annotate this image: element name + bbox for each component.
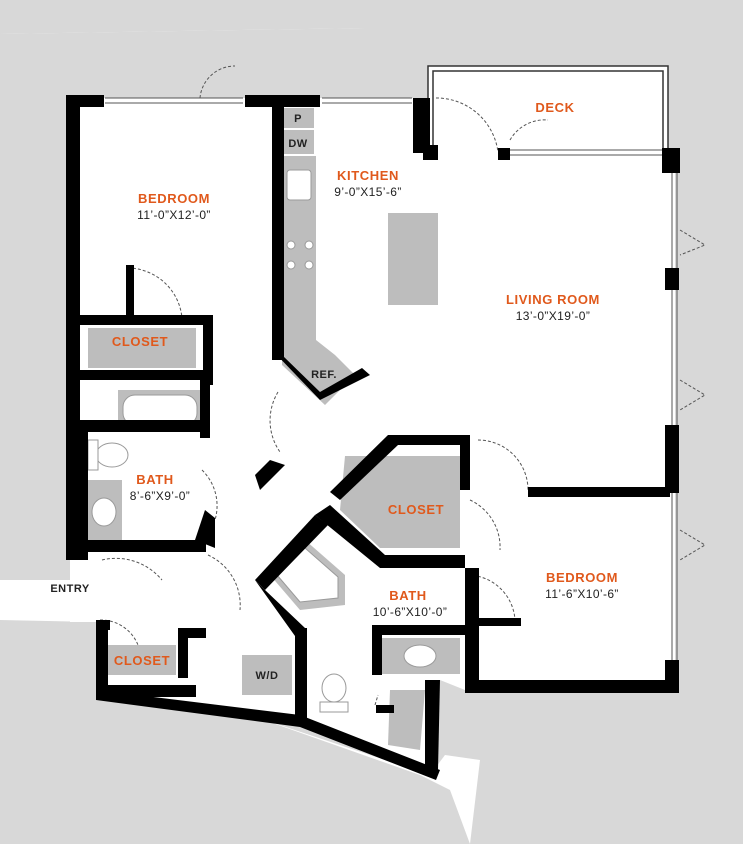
washer-dryer-unit	[242, 655, 292, 695]
bedroom-1-name: BEDROOM	[138, 191, 210, 206]
toilet-1-icon	[95, 442, 129, 468]
pantry-label: P	[294, 113, 302, 125]
walls	[66, 95, 680, 780]
stove-burner-icon	[286, 240, 296, 250]
bedroom-2-name: BEDROOM	[546, 570, 618, 585]
toilet-2-tank	[319, 701, 349, 713]
deck-name: DECK	[535, 100, 574, 115]
kitchen-dims: 9’-0”X15’-6”	[334, 185, 402, 199]
stove-burner-icon	[304, 260, 314, 270]
bedroom-1-dims: 11’-0”X12’-0”	[137, 208, 211, 222]
closet-1-name: CLOSET	[112, 334, 168, 349]
entry-label: ENTRY	[50, 583, 90, 595]
dishwasher-label: DW	[288, 138, 307, 150]
toilet-1-tank	[87, 439, 99, 471]
living-room-dims: 13’-0”X19’-0”	[516, 309, 591, 323]
sink-1-icon	[91, 497, 117, 527]
sink-2-icon	[403, 644, 437, 668]
kitchen-sink-icon	[286, 169, 312, 201]
bath-2-name: BATH	[389, 588, 427, 603]
appliance-details	[87, 169, 437, 713]
bath-1-name: BATH	[136, 472, 174, 487]
bath-2-dims: 10’-6”X10’-0”	[373, 605, 448, 619]
refrigerator-label: REF.	[311, 369, 337, 381]
toilet-2-icon	[321, 673, 347, 703]
stove-burner-icon	[286, 260, 296, 270]
washer-dryer-label: W/D	[256, 670, 279, 682]
closet-shelf-1	[88, 328, 196, 368]
closet-shelf-3	[108, 645, 176, 675]
room-labels: BEDROOM 11’-0”X12’-0” KITCHEN 9’-0”X15’-…	[50, 100, 619, 682]
closet-2-name: CLOSET	[388, 502, 444, 517]
interior	[70, 66, 675, 770]
kitchen-counter	[282, 156, 355, 405]
bedroom-2-dims: 11’-6”X10’-6”	[545, 587, 619, 601]
dishwasher-cabinet	[282, 130, 314, 154]
kitchen-island	[388, 213, 438, 305]
windows	[105, 97, 678, 660]
closet-shelf-2	[340, 456, 460, 548]
kitchen-name: KITCHEN	[337, 168, 399, 183]
door-swings	[99, 65, 707, 706]
pantry-cabinet	[282, 108, 314, 128]
bath-1-dims: 8’-6”X9’-0”	[130, 489, 190, 503]
linen-closet	[388, 690, 425, 750]
living-room-name: LIVING ROOM	[506, 292, 600, 307]
closet-3-name: CLOSET	[114, 653, 170, 668]
stove-burner-icon	[304, 240, 314, 250]
